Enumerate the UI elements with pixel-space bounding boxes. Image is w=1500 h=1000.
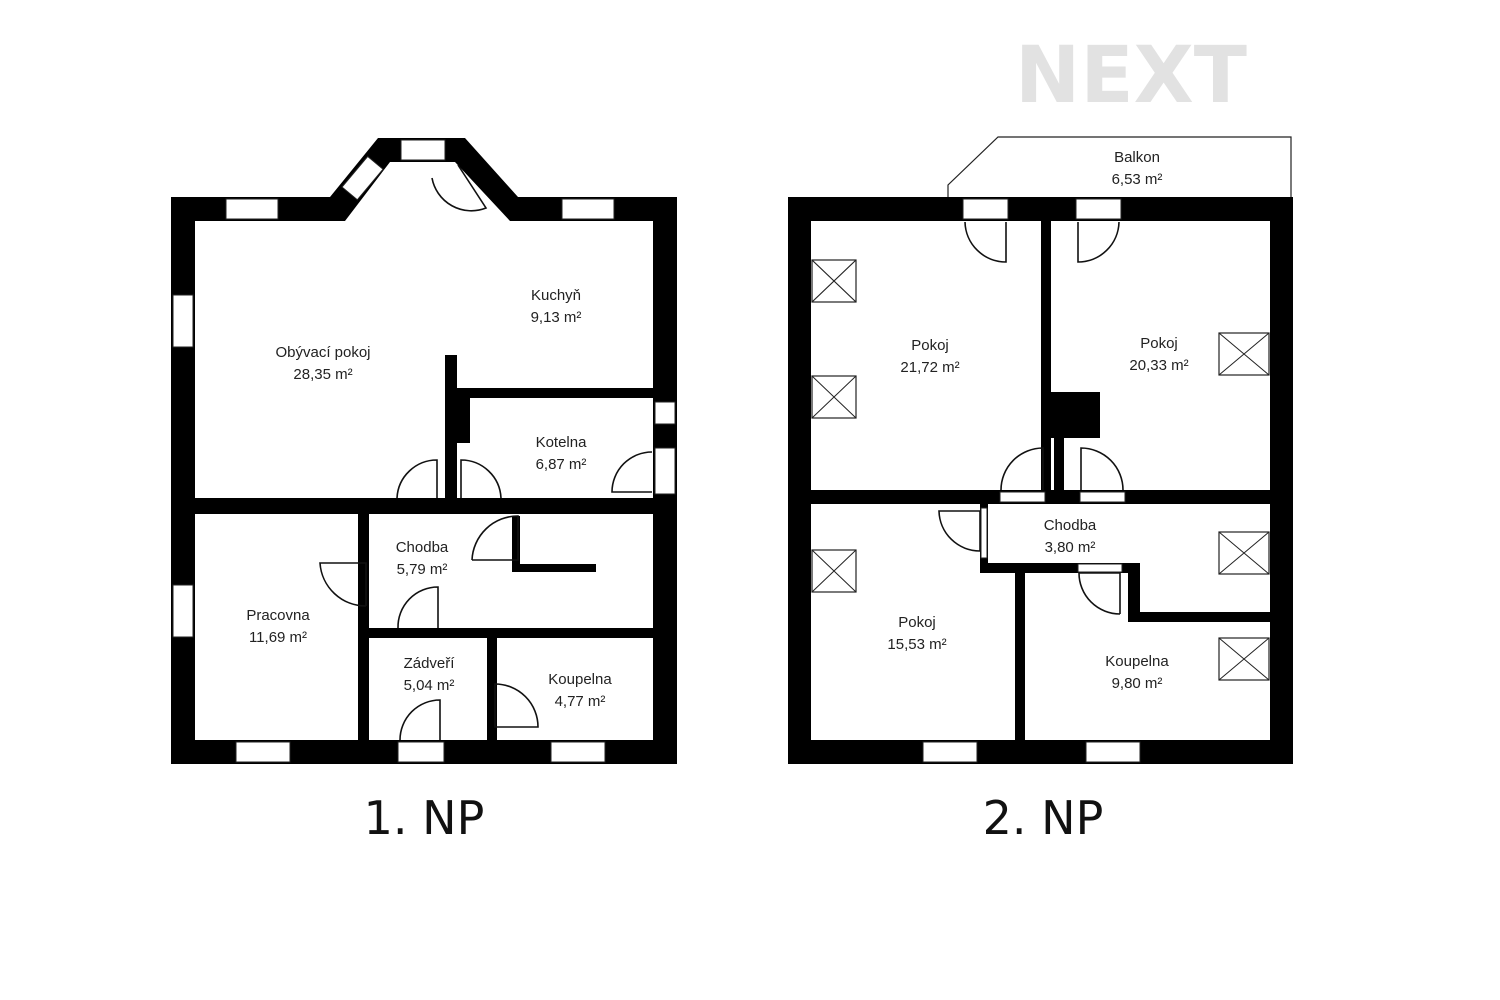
room-name: Pokoj — [911, 337, 949, 354]
floor-title: 1. NP — [364, 791, 485, 845]
balcony-outline — [947, 136, 1292, 197]
room-kotelna — [457, 398, 653, 498]
room-name: Kotelna — [536, 434, 588, 451]
room-name: Chodba — [396, 539, 449, 556]
room-chodba — [369, 514, 653, 628]
room-pokoj-3-ext — [811, 573, 1015, 740]
room-pracovna — [195, 514, 358, 740]
room-area: 15,53 m² — [887, 636, 946, 653]
chodba-partition — [512, 564, 596, 572]
chodba-partition — [512, 516, 520, 572]
doors — [319, 164, 653, 741]
room-name: Pracovna — [246, 607, 310, 624]
room-name: Obývací pokoj — [275, 344, 370, 361]
room-zadveri — [369, 638, 487, 740]
kotelna-wall-block — [457, 398, 470, 443]
room-name: Chodba — [1044, 517, 1097, 534]
room-living-kitchen — [195, 162, 653, 498]
room-name: Pokoj — [1140, 335, 1178, 352]
room-area: 9,13 m² — [531, 309, 582, 326]
windows — [172, 139, 676, 763]
room-name: Koupelna — [548, 671, 612, 688]
room-name: Koupelna — [1105, 653, 1169, 670]
next-logo: NEXT — [1015, 31, 1247, 121]
room-name: Zádveří — [404, 655, 456, 672]
chimney — [1041, 392, 1100, 438]
room-area: 6,53 m² — [1112, 171, 1163, 188]
room-area: 21,72 m² — [900, 359, 959, 376]
wall-segment — [1054, 438, 1064, 490]
room-koupelna — [1025, 573, 1270, 740]
room-area: 3,80 m² — [1045, 539, 1096, 556]
room-name: Balkon — [1114, 149, 1160, 166]
room-area: 11,69 m² — [249, 629, 307, 646]
room-name: Pokoj — [898, 614, 936, 631]
doors — [938, 221, 1124, 615]
room-area: 9,80 m² — [1112, 675, 1163, 692]
room-koupelna — [497, 638, 653, 740]
room-area: 28,35 m² — [293, 366, 352, 383]
floor-title: 2. NP — [983, 791, 1104, 845]
windows — [922, 198, 1141, 763]
floor-plan-1np: Obývací pokoj 28,35 m² Kuchyň 9,13 m² Ko… — [171, 138, 677, 845]
room-area: 6,87 m² — [536, 456, 587, 473]
skylights — [811, 259, 1270, 681]
kotelna-wall-block — [445, 355, 457, 498]
room-area: 5,04 m² — [404, 677, 455, 694]
room-area: 4,77 m² — [555, 693, 606, 710]
floor-plan-2np: Balkon 6,53 m² Pokoj 21,72 m² Pokoj 20,3… — [788, 136, 1293, 845]
room-area: 5,79 m² — [397, 561, 448, 578]
room-area: 20,33 m² — [1129, 357, 1188, 374]
room-name: Kuchyň — [531, 287, 581, 304]
